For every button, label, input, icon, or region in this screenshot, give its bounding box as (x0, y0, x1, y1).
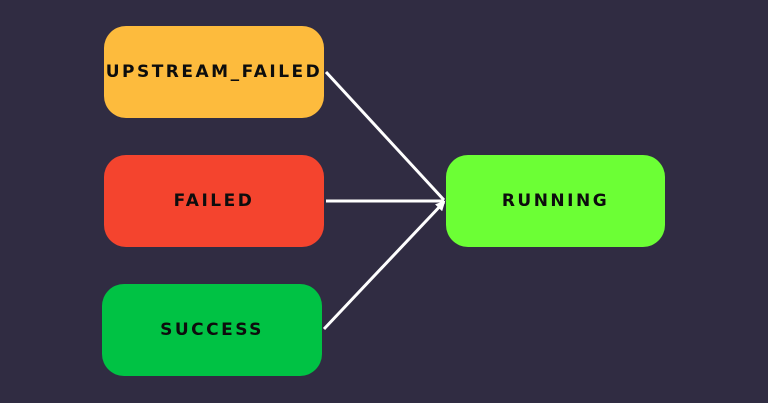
node-success: SUCCESS (102, 284, 322, 376)
node-running-label: RUNNING (501, 191, 610, 211)
node-success-label: SUCCESS (160, 320, 264, 340)
edge-upstream-to-running (324, 70, 446, 202)
edge-success-to-running (322, 200, 446, 331)
node-upstream-failed-label: UPSTREAM_FAILED (105, 62, 323, 82)
node-failed-label: FAILED (173, 191, 255, 211)
node-running: RUNNING (446, 155, 665, 247)
node-upstream-failed: UPSTREAM_FAILED (104, 26, 324, 118)
node-failed: FAILED (104, 155, 324, 247)
